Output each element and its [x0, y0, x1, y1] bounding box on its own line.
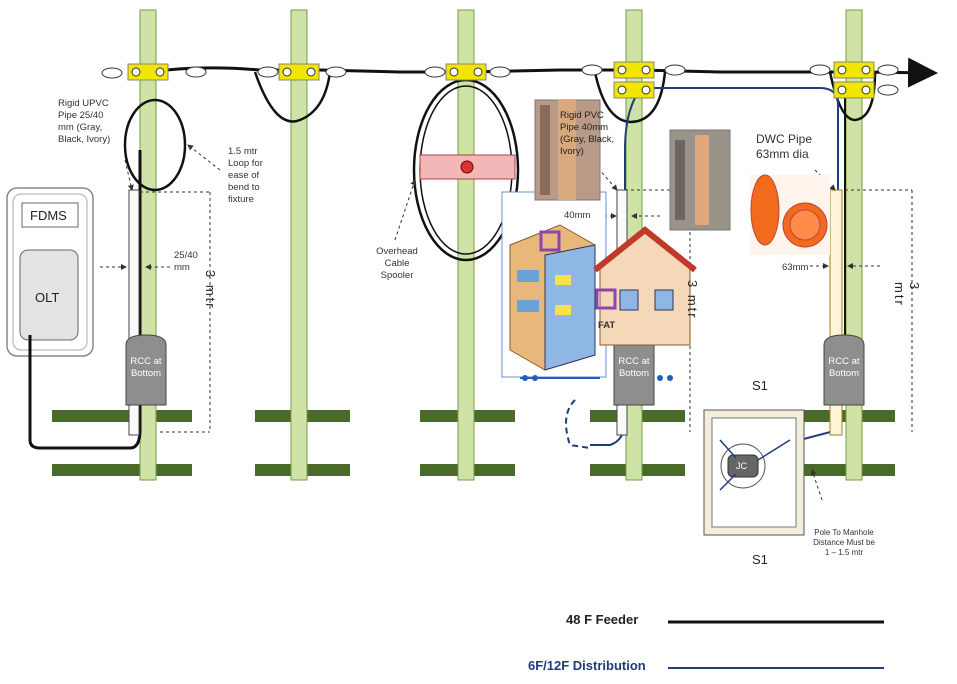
pole-to-manhole-label: Pole To Manhole Distance Must be 1 – 1.5… [800, 528, 888, 558]
s1-label-top: S1 [752, 378, 768, 393]
olt-label: OLT [35, 290, 59, 305]
sixty-three-mm-label: 63mm [782, 262, 808, 274]
pole-5 [846, 10, 862, 480]
legend-distribution-label: 6F/12F Distribution [528, 658, 646, 673]
loop-label: 1.5 mtr Loop for ease of bend to fixture [228, 146, 263, 206]
rigid-pvc-label: Rigid PVC Pipe 40mm (Gray, Black, Ivory) [560, 110, 614, 158]
dwc-pipe-photo [750, 175, 830, 255]
rcc-label-1: RCC at Bottom [126, 356, 166, 380]
drop-cable [566, 400, 590, 448]
pipes [129, 190, 842, 435]
three-mtr-label-2: 3 mtr [685, 280, 700, 320]
legend-feeder-label: 48 F Feeder [566, 612, 638, 627]
pipe-25-40-label: 25/40 mm [174, 250, 198, 274]
fdms-label: FDMS [30, 208, 67, 223]
building-illustration [502, 192, 695, 381]
three-mtr-label-3: 3 mtr [892, 282, 922, 317]
jc-label: JC [736, 460, 747, 472]
forty-mm-label: 40mm [564, 210, 590, 222]
fat-label: FAT [598, 320, 615, 332]
manhole-jc [704, 410, 804, 535]
rigid-upvc-label: Rigid UPVC Pipe 25/40 mm (Gray, Black, I… [58, 98, 110, 146]
three-mtr-label-1: 3 mtr [203, 270, 218, 310]
rcc-label-3: RCC at Bottom [824, 356, 864, 380]
dwc-pipe-label: DWC Pipe 63mm dia [756, 132, 812, 162]
rcc-label-2: RCC at Bottom [614, 356, 654, 380]
rcc-bases [126, 335, 864, 405]
overhead-spooler-label: Overhead Cable Spooler [372, 246, 422, 282]
s1-label-bottom: S1 [752, 552, 768, 567]
pole-pipe-photo [670, 130, 730, 230]
